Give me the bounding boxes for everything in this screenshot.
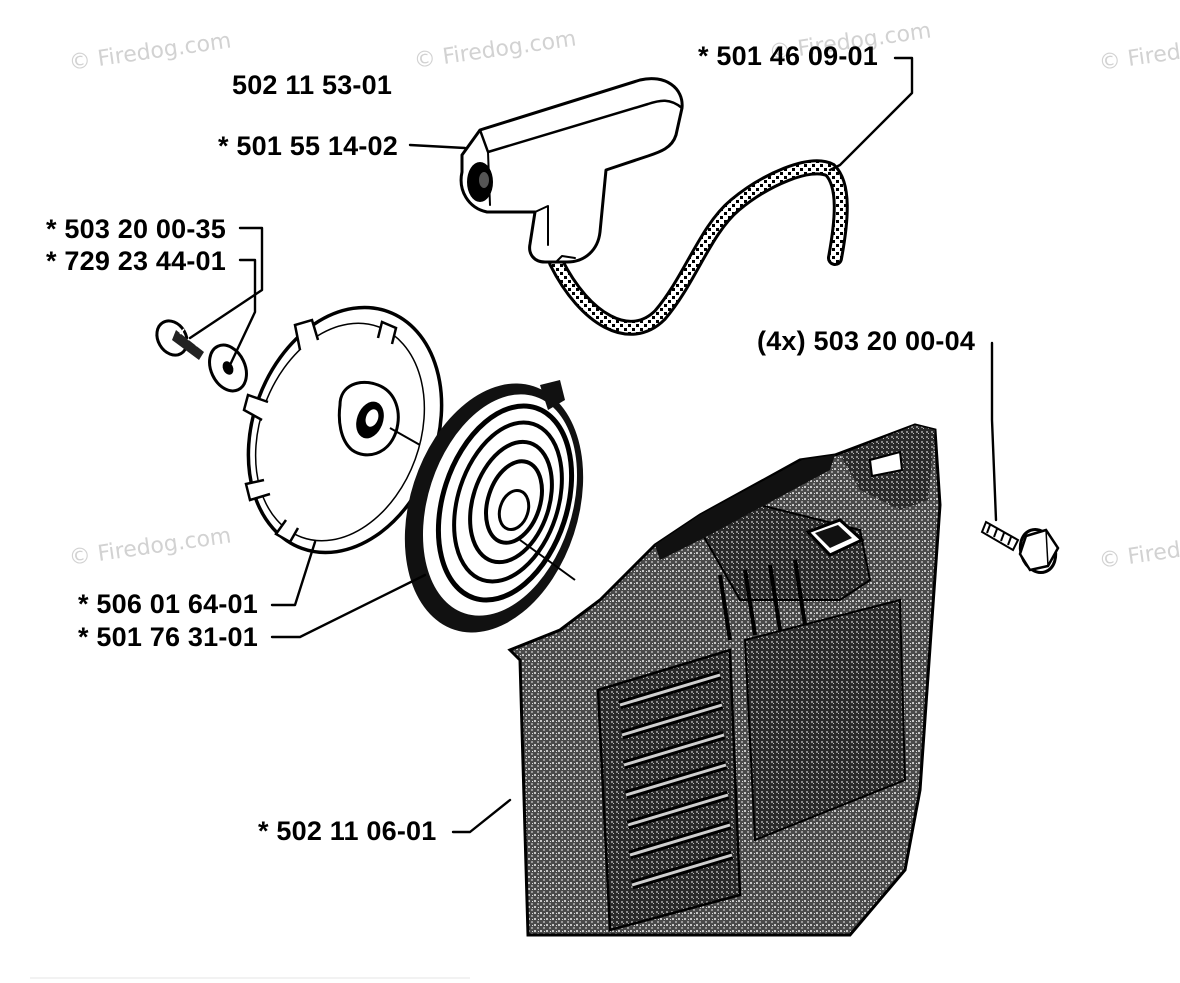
bolt-part-number: (4x) 503 20 00-04 xyxy=(757,326,975,356)
pulley-part-number: * 506 01 64-01 xyxy=(78,589,258,619)
leader-handle xyxy=(408,143,467,150)
watermark-text: © Firedog.com xyxy=(1097,28,1180,76)
washer-part-number: * 729 23 44-01 xyxy=(46,246,226,276)
bolt xyxy=(980,520,1060,574)
leader-bolt xyxy=(990,341,998,522)
washer xyxy=(208,343,248,393)
starter-housing xyxy=(507,423,942,937)
screw-part-number: * 503 20 00-35 xyxy=(46,214,226,244)
watermark-text: © Firedog.com xyxy=(67,28,233,76)
assembly-number: 502 11 53-01 xyxy=(232,70,392,100)
leader-lines xyxy=(188,56,998,834)
part-labels: 502 11 53-01 * 501 55 14-02 * 501 46 09-… xyxy=(46,41,975,846)
screw xyxy=(155,319,204,360)
leader-spring xyxy=(270,573,427,639)
starter-rope xyxy=(548,159,849,336)
leader-rope xyxy=(828,56,914,172)
pulley xyxy=(242,305,444,555)
spring-cassette xyxy=(404,380,584,633)
watermark-text: © Firedog.com xyxy=(67,523,233,571)
starter-handle xyxy=(459,77,684,264)
leader-housing xyxy=(451,798,512,834)
handle-part-number: * 501 55 14-02 xyxy=(218,131,398,161)
leader-washer xyxy=(228,258,257,367)
watermark-text: © Firedog.com xyxy=(412,26,578,74)
leader-pulley xyxy=(270,540,317,607)
leader-screw xyxy=(188,226,264,340)
rope-part-number: * 501 46 09-01 xyxy=(698,41,878,71)
watermark-text: © Firedog.com xyxy=(1097,526,1180,574)
spring-part-number: * 501 76 31-01 xyxy=(78,622,258,652)
housing-part-number: * 502 11 06-01 xyxy=(258,816,436,846)
